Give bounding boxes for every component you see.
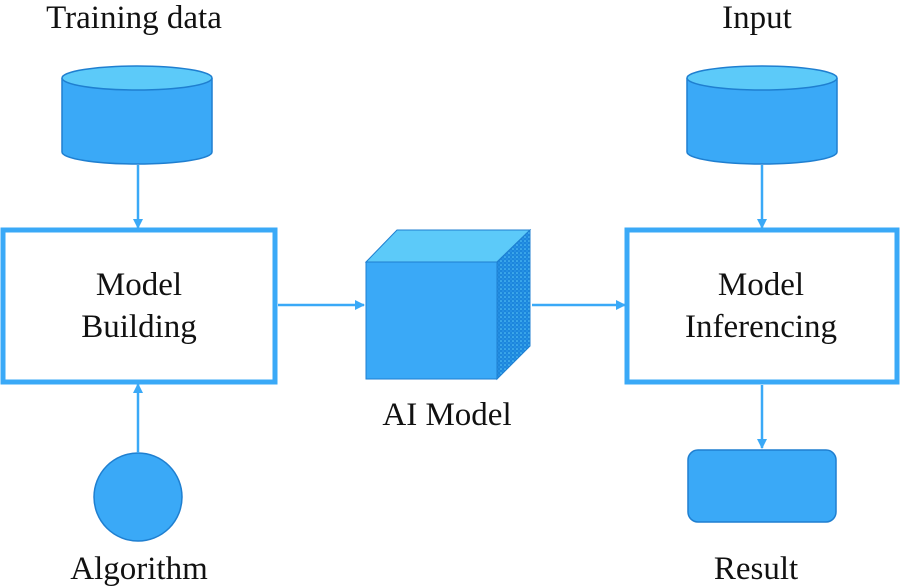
model-inferencing-box xyxy=(624,227,900,385)
algorithm-circle xyxy=(93,452,183,542)
ai-model-label: AI Model xyxy=(382,397,512,433)
input-label: Input xyxy=(722,0,792,36)
algorithm-label: Algorithm xyxy=(70,551,208,587)
ai-model-cube xyxy=(364,228,532,381)
input-database xyxy=(686,65,838,165)
result-shape xyxy=(687,449,837,523)
model-building-text: Model Building xyxy=(81,264,197,348)
model-inferencing-text: Model Inferencing xyxy=(685,264,837,348)
result-label: Result xyxy=(713,551,799,587)
model-inferencing-line2: Inferencing xyxy=(684,309,838,345)
training-data-label: Training data xyxy=(46,0,222,36)
model-inferencing-line1: Model xyxy=(717,267,805,303)
model-building-line1: Model xyxy=(95,267,183,303)
model-building-line2: Building xyxy=(81,309,197,345)
model-building-box xyxy=(0,227,278,385)
training-data-database xyxy=(61,65,213,165)
